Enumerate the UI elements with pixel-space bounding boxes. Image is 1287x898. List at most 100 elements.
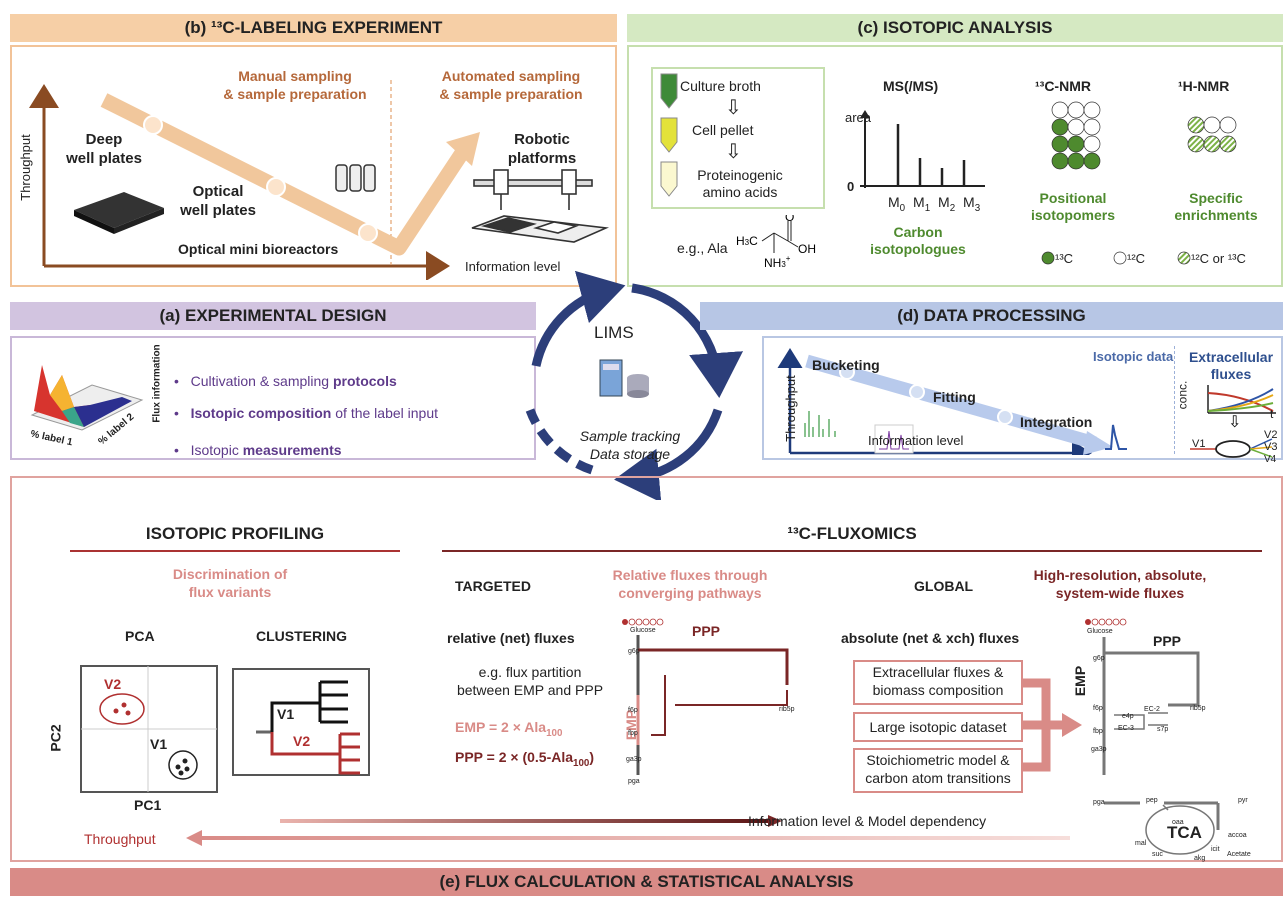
mini-bioreactor-label: Optical mini bioreactors <box>178 241 339 257</box>
g-akg: akg <box>1194 855 1206 862</box>
legend-either: ¹²C or ¹³C <box>1191 251 1246 266</box>
lims-cycle <box>525 270 744 500</box>
svg-text:⇩: ⇩ <box>1228 414 1241 431</box>
profiling-rule <box>70 550 400 552</box>
g-ec3: EC-3 <box>1118 725 1134 732</box>
t-glucose: Glucose <box>630 627 656 634</box>
tubes <box>660 73 678 197</box>
g-pyr: pyr <box>1238 797 1248 804</box>
panel-e-frame <box>10 476 1283 862</box>
t-f6p: f6p <box>628 707 638 714</box>
fluxomics-title: ¹³C-FLUXOMICS <box>787 524 917 543</box>
g-acetate: Acetate <box>1227 851 1251 858</box>
panel-d-x-axis: Information level <box>868 433 964 448</box>
pca-title: PCA <box>125 628 155 644</box>
g-e4p: e4p <box>1122 713 1134 720</box>
svg-text:O: O <box>785 215 794 224</box>
panel-d-graph <box>777 348 1127 455</box>
g-emp-label: EMP <box>1072 665 1089 697</box>
panel-d-y-axis: Throughput <box>782 375 798 442</box>
v1-label: V1 <box>1192 438 1206 450</box>
sample-box <box>651 67 825 209</box>
panel-a-header: (a) EXPERIMENTAL DESIGN <box>10 302 536 330</box>
input-box-model: Stoichiometric model &carbon atom transi… <box>853 748 1023 793</box>
legend-12c: ¹²C <box>1127 251 1146 266</box>
global-network <box>1085 618 1220 855</box>
g-rib5p: rib5p <box>1190 705 1206 712</box>
fitting-label: Fitting <box>933 389 976 405</box>
pc1-label: PC1 <box>134 797 162 813</box>
bullet-protocols: • Cultivation & sampling protocols <box>174 373 397 389</box>
panel-b-graph <box>29 80 610 280</box>
g-mal: mal <box>1135 840 1147 847</box>
alanine-structure: H3C O OH NH3+ <box>736 215 816 270</box>
g-ec2: EC-2 <box>1144 706 1160 713</box>
clust-v1-label: V1 <box>277 706 295 722</box>
t-fbp: fbp <box>628 730 638 737</box>
clustering-plot <box>232 668 370 776</box>
t-ppp-label: PPP <box>692 623 721 639</box>
m-labels: M0 M1 M2 M3 <box>888 194 981 214</box>
pca-v2-label: V2 <box>104 676 122 692</box>
integration-label: Integration <box>1020 414 1093 430</box>
g-pga: pga <box>1093 799 1105 806</box>
g-oaa: oaa <box>1172 819 1184 826</box>
info-model-label: Information level & Model dependency <box>748 813 987 829</box>
panel-a-frame <box>10 336 536 460</box>
v2-label: V2 <box>1264 429 1278 441</box>
profiling-title: ISOTOPIC PROFILING <box>145 524 325 543</box>
input-box-dataset: Large isotopic dataset <box>853 712 1023 742</box>
node-2 <box>266 177 286 197</box>
bottom-arrows <box>186 815 1070 846</box>
g-glucose: Glucose <box>1087 628 1113 635</box>
g-f6p: f6p <box>1093 705 1103 712</box>
panel-b-frame <box>10 45 617 287</box>
lims-title: LIMS <box>594 323 634 342</box>
legend-dots <box>1041 251 1191 265</box>
t-g6p: g6p <box>628 648 640 655</box>
ppp-equation: PPP = 2 × (0.5-Ala100) <box>455 749 595 769</box>
v3-label: V3 <box>1264 441 1278 453</box>
targeted-pathway <box>622 618 789 775</box>
isotopic-data-label: Isotopic data <box>1093 349 1174 364</box>
emp-equation: EMP = 2 × Ala100 <box>455 719 563 739</box>
g-suc: suc <box>1152 851 1163 858</box>
global-title: GLOBAL <box>914 578 974 594</box>
high-res-label: High-resolution, absolute,system-wide fl… <box>1033 567 1207 601</box>
svg-text:OH: OH <box>798 242 816 256</box>
bullet-isotopic-composition: • Isotopic composition of the label inpu… <box>174 405 438 421</box>
positional-isotopomers <box>1051 101 1101 170</box>
manual-sampling-label: Manual sampling& sample preparation <box>223 68 367 102</box>
g-pep: pep <box>1146 797 1158 804</box>
svg-text:NH3+: NH3+ <box>764 254 791 270</box>
ms-spectrum <box>860 110 985 188</box>
conc-label: conc. <box>1175 380 1190 410</box>
t-label: t <box>1270 407 1274 421</box>
g-icit: icit <box>1211 846 1220 853</box>
g-fbp: fbp <box>1093 728 1103 735</box>
panel-e-footer: (e) FLUX CALCULATION & STATISTICAL ANALY… <box>10 868 1283 896</box>
tca-label: TCA <box>1167 823 1202 842</box>
fluxomics-rule <box>442 550 1262 552</box>
v4-label: V4 <box>1264 454 1277 465</box>
zero-label: 0 <box>847 179 855 194</box>
specific-enrichments <box>1187 116 1237 153</box>
absolute-net-label: absolute (net & xch) fluxes <box>841 630 1020 646</box>
panel-b-header: (b) ¹³C-LABELING EXPERIMENT <box>10 14 617 42</box>
svg-text:H3C: H3C <box>736 234 758 248</box>
pellet-label: Cell pellet <box>692 122 754 138</box>
extracellular-chart: ⇩ <box>1190 385 1276 458</box>
clustering-title: CLUSTERING <box>256 628 347 644</box>
t-rib5p: rib5p <box>779 706 795 713</box>
pca-plot <box>80 665 218 793</box>
pc2-label: PC2 <box>47 724 64 752</box>
